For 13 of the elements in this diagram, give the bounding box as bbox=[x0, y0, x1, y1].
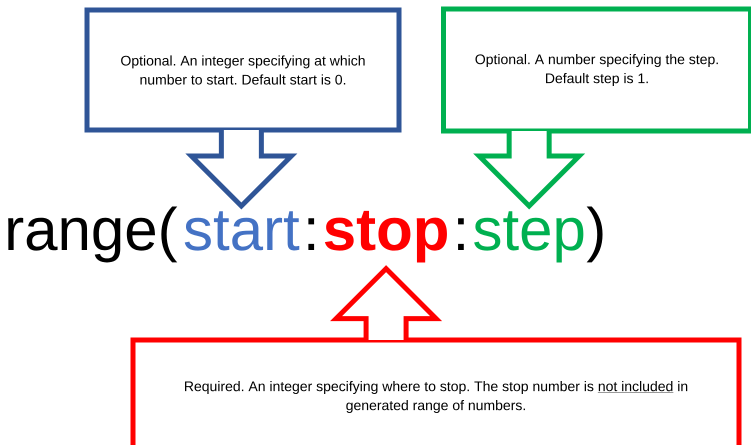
code-text: : bbox=[308, 218, 314, 250]
parameter-word: start bbox=[184, 211, 300, 251]
block-arrow bbox=[473, 128, 586, 210]
parameter-word: stop bbox=[324, 210, 447, 262]
parameter-word: step bbox=[474, 211, 584, 262]
callout-box: Optional. An integer specifying at which number to start. Default start is 0. bbox=[84, 8, 402, 132]
callout-box: Optional. A number specifying the step. Default step is 1. bbox=[441, 6, 751, 134]
code-text: : bbox=[458, 218, 464, 250]
code-text: ) bbox=[586, 206, 603, 262]
code-text: range( bbox=[8, 206, 178, 262]
block-arrow bbox=[185, 128, 298, 210]
callout-box: Required. An integer specifying where to stop. The stop number is not included in generated range of numbers. bbox=[130, 338, 742, 445]
block-arrow bbox=[330, 265, 442, 342]
